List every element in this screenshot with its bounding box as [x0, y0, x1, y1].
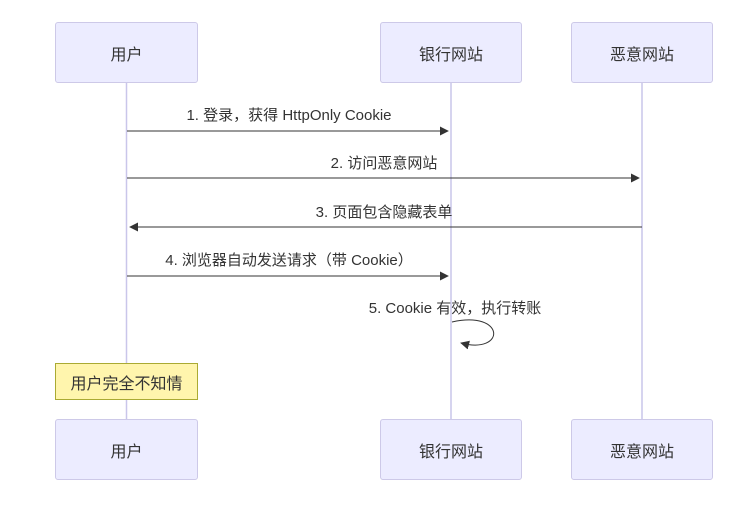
actor-evil-label: 恶意网站 [609, 443, 674, 461]
actor-evil-bottom: 恶意网站 [571, 419, 713, 480]
note-text: 用户完全不知情 [70, 375, 183, 393]
actor-user-top: 用户 [55, 22, 198, 83]
actor-bank-top: 银行网站 [380, 22, 522, 83]
message-label-1: 1. 登录，获得 HttpOnly Cookie [186, 107, 392, 124]
message-label-3: 3. 页面包含隐藏表单 [315, 204, 453, 221]
actor-user-bottom: 用户 [55, 419, 198, 480]
actor-evil-label: 恶意网站 [609, 46, 674, 64]
message-label-4: 4. 浏览器自动发送请求（带 Cookie） [165, 252, 413, 269]
message-label-5: 5. Cookie 有效，执行转账 [368, 300, 542, 317]
actor-user-label: 用户 [110, 46, 143, 64]
note-user-unaware: 用户完全不知情 [55, 363, 198, 400]
actor-bank-label: 银行网站 [418, 46, 483, 64]
actor-user-label: 用户 [110, 443, 143, 461]
message-self-loop-5 [451, 319, 495, 350]
actor-bank-label: 银行网站 [418, 443, 483, 461]
actor-evil-top: 恶意网站 [571, 22, 713, 83]
actor-bank-bottom: 银行网站 [380, 419, 522, 480]
message-label-2: 2. 访问恶意网站 [330, 155, 438, 172]
